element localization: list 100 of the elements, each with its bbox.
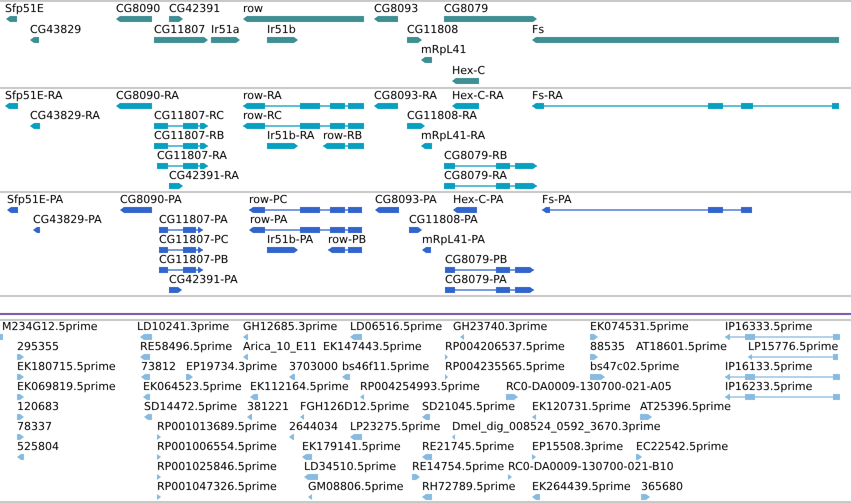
feature-label: Hex-C-RA: [452, 89, 504, 102]
feature-label: Ir51b-RA: [267, 129, 314, 142]
feature-label: 73812: [141, 360, 176, 373]
feature-label: CG8079-PA: [445, 273, 507, 286]
feature-label: SD14472.5prime: [144, 400, 237, 413]
feature-label: row-PC: [249, 193, 288, 206]
feature-label: EK112164.5prime: [250, 380, 349, 393]
feature-label: EK147443.5prime: [323, 340, 422, 353]
feature-label: Hex-C: [452, 64, 486, 77]
feature-label: RE58496.5prime: [140, 340, 232, 353]
feature-label: CG11808-PA: [409, 213, 478, 226]
feature-label: 88535: [590, 340, 625, 353]
feature-label: RP001006554.5prime: [157, 440, 277, 453]
feature-label: CG8090-PA: [120, 193, 182, 206]
feature-label: GH12685.3prime: [243, 320, 338, 333]
feature-label: 381221: [247, 400, 289, 413]
feature-label: 78337: [17, 420, 52, 433]
feature-label: row-RA: [243, 89, 282, 102]
feature-label: row: [243, 2, 264, 15]
feature-label: RC0-DA0009-130700-021-B10: [508, 460, 674, 473]
feature-label: Ir51a: [211, 23, 240, 36]
feature-label: Dmel_dig_008524_0592_3670.3prime: [452, 420, 661, 433]
feature-label: LD06516.5prime: [350, 320, 442, 333]
feature-label: RP001013689.5prime: [157, 420, 277, 433]
feature-label: row-RB: [323, 129, 362, 142]
feature-label: CG11807-PC: [159, 233, 228, 246]
feature-label: RP004235565.5prime: [445, 360, 565, 373]
feature-label: mRpL41-PA: [422, 233, 485, 246]
feature-label: IP16333.5prime: [725, 320, 812, 333]
feature-label: LD34510.5prime: [304, 460, 396, 473]
feature-label: AT25396.5prime: [640, 400, 731, 413]
feature-label: CG11807-RB: [154, 129, 224, 142]
feature-label: Hex-C-PA: [453, 193, 504, 206]
feature-label: M234G12.5prime: [2, 320, 98, 333]
feature-label: EK179141.5prime: [302, 440, 401, 453]
feature-label: RE21745.5prime: [422, 440, 514, 453]
feature-label: LD10241.3prime: [137, 320, 230, 333]
feature-label: IP16133.5prime: [725, 360, 812, 373]
feature-label: EC22542.5prime: [636, 440, 728, 453]
feature-label: Arica_10_E11: [243, 340, 317, 353]
feature-label: 365680: [641, 480, 683, 493]
feature-label: 2644034: [289, 420, 338, 433]
feature-label: CG8090-RA: [116, 89, 179, 102]
feature-label: EP15508.3prime: [532, 440, 624, 453]
feature-label: CG42391-PA: [169, 273, 238, 286]
feature-label: LP23275.5prime: [350, 420, 440, 433]
feature-label: Fs-PA: [542, 193, 572, 206]
feature-label: Sfp51E: [5, 2, 44, 15]
feature-label: row-RC: [243, 109, 282, 122]
feature-label: row-PA: [250, 213, 288, 226]
feature-label: CG8079-RA: [444, 169, 507, 182]
feature-label: Ir51b: [267, 23, 296, 36]
feature-label: CG11807-PA: [159, 213, 228, 226]
feature-label: RP004206537.5prime: [445, 340, 565, 353]
feature-label: EK074531.5prime: [590, 320, 689, 333]
feature-label: EP19734.3prime: [186, 360, 278, 373]
feature-label: IP16233.5prime: [725, 380, 812, 393]
feature-label: EK064523.5prime: [143, 380, 242, 393]
feature-label: EK069819.5prime: [17, 380, 116, 393]
feature-label: GH23740.3prime: [453, 320, 548, 333]
feature-label: bs46f11.5prime: [342, 360, 430, 373]
feature-label: CG11807-RA: [157, 149, 227, 162]
feature-label: RP001047326.5prime: [157, 480, 277, 493]
feature-label: CG8079-RB: [444, 149, 508, 162]
feature-label: CG8079-PB: [445, 253, 508, 266]
feature-label: row-PB: [328, 233, 366, 246]
feature-label: CG8093-RA: [374, 89, 437, 102]
feature-label: mRpL41-RA: [421, 129, 486, 142]
feature-label: Sfp51E-PA: [7, 193, 64, 206]
feature-label: CG42391-RA: [169, 169, 239, 182]
feature-label: CG43829: [30, 23, 82, 36]
feature-label: EK120731.5prime: [532, 400, 631, 413]
feature-label: AT18601.5prime: [636, 340, 727, 353]
feature-label: RP004254993.5prime: [360, 380, 480, 393]
feature-label: bs47c02.5prime: [590, 360, 680, 373]
feature-label: CG42391: [169, 2, 220, 15]
feature-label: RC0-DA0009-130700-021-A05: [506, 380, 672, 393]
feature-label: CG8093: [374, 2, 418, 15]
feature-label: CG8093-PA: [375, 193, 437, 206]
feature-label: CG43829-RA: [30, 109, 100, 122]
feature-label: EK180715.5prime: [17, 360, 116, 373]
feature-label: CG11808-RA: [407, 109, 477, 122]
feature-label: 525804: [17, 440, 59, 453]
feature-label: Fs-RA: [532, 89, 563, 102]
feature-label: Fs: [532, 23, 544, 36]
feature-label: RP001025846.5prime: [157, 460, 277, 473]
feature-label: CG11807-RC: [154, 109, 224, 122]
feature-label: Sfp51E-RA: [5, 89, 62, 102]
feature-label: RH72789.5prime: [422, 480, 516, 493]
feature-label: EK264439.5prime: [532, 480, 631, 493]
feature-label: FGH126D12.5prime: [300, 400, 410, 413]
feature-label: CG8090: [116, 2, 160, 15]
feature-label: CG11808: [407, 23, 458, 36]
feature-label: 295355: [17, 340, 59, 353]
feature-label: LP15776.5prime: [748, 340, 838, 353]
feature-label: CG11807: [154, 23, 206, 36]
feature-label: RE14754.5prime: [412, 460, 504, 473]
feature-label: mRpL41: [421, 43, 466, 56]
feature-label: CG43829-PA: [33, 213, 102, 226]
feature-label: 120683: [17, 400, 59, 413]
